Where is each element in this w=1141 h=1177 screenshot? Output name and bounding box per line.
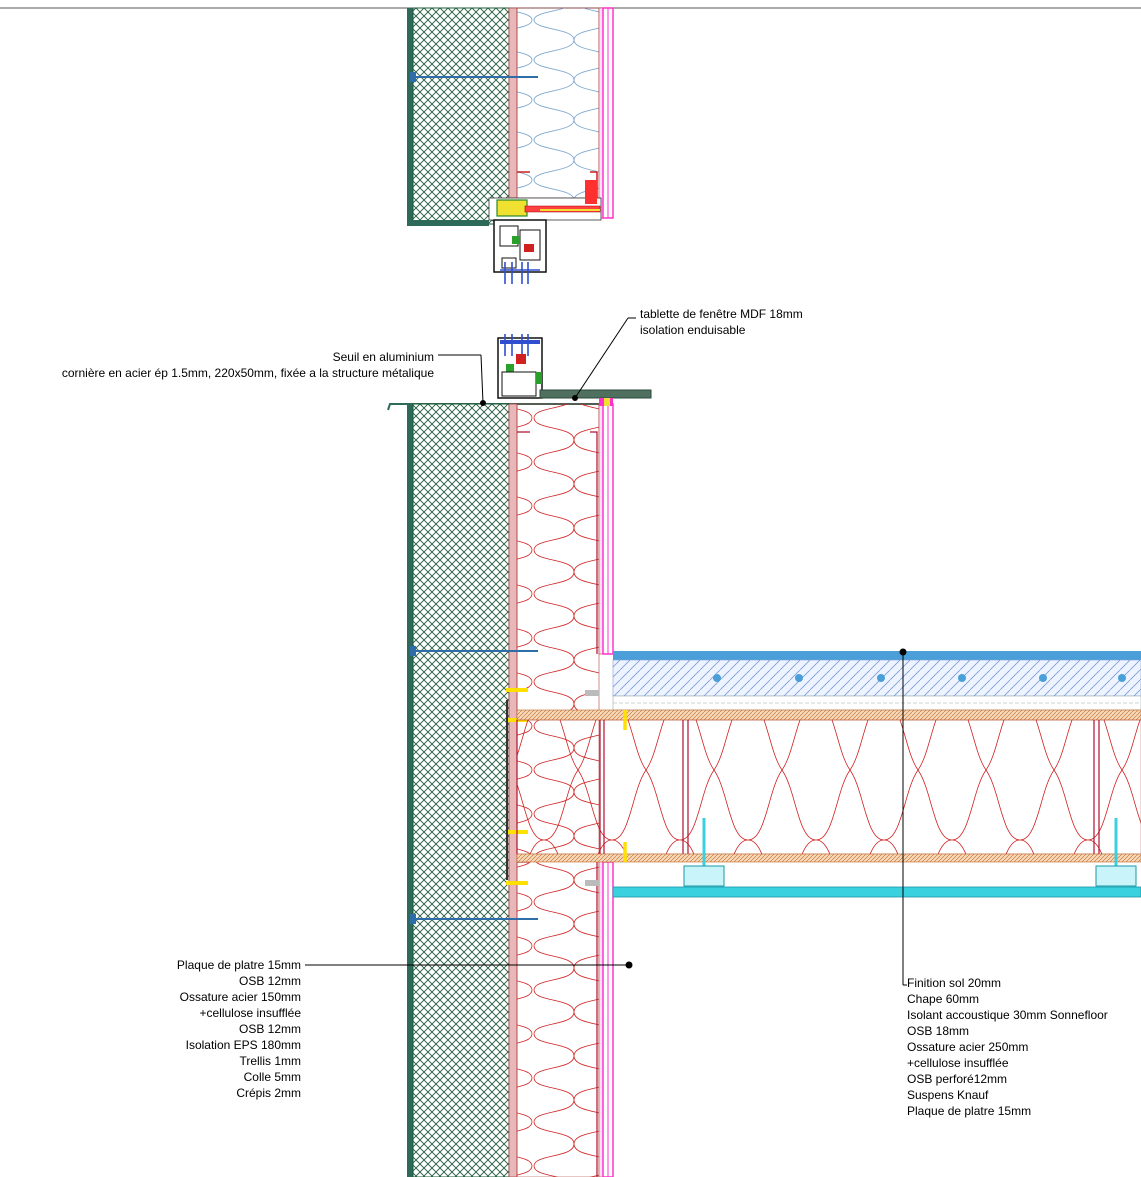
window-frame-top <box>493 219 547 284</box>
floor-layer: +cellulose insufflée <box>907 1056 1009 1070</box>
wall-layer: OSB 12mm <box>238 974 301 988</box>
seuil-line1: Seuil en aluminium <box>332 350 434 364</box>
floor-layer: Chape 60mm <box>907 992 980 1006</box>
floor-layer: Isolant accoustique 30mm Sonnefloor <box>907 1008 1108 1022</box>
wall-layer: Ossature acier 150mm <box>179 990 301 1004</box>
wall-layer: Isolation EPS 180mm <box>185 1038 301 1052</box>
floor-layer: OSB perforé12mm <box>907 1072 1008 1086</box>
wall-layer: +cellulose insufflée <box>199 1006 301 1020</box>
floor-section <box>516 651 1141 898</box>
floor-layers-label: Finition sol 20mm Chape 60mm Isolant acc… <box>907 975 1108 1119</box>
wall-layer: Plaque de platre 15mm <box>176 958 301 972</box>
tablette-label: tablette de fenêtre MDF 18mm isolation e… <box>640 306 803 338</box>
floor-layer: OSB 18mm <box>907 1024 970 1038</box>
wall-layer: Trellis 1mm <box>239 1054 301 1068</box>
wall-layer: Crépis 2mm <box>236 1086 301 1100</box>
tablette-line1: tablette de fenêtre MDF 18mm <box>640 307 803 321</box>
wall-layers-label: Plaque de platre 15mm OSB 12mm Ossature … <box>177 957 301 1101</box>
floor-layer: Suspens Knauf <box>907 1088 989 1102</box>
window-sill-board <box>539 389 652 399</box>
leader-dots <box>480 395 907 969</box>
floor-layer: Ossature acier 250mm <box>907 1040 1029 1054</box>
upper-wall-section <box>407 7 614 226</box>
tablette-line2: isolation enduisable <box>640 323 746 337</box>
leader-lines <box>305 317 907 986</box>
floor-layer: Plaque de platre 15mm <box>907 1104 1032 1118</box>
wall-layer: OSB 12mm <box>238 1022 301 1036</box>
wall-layer: Colle 5mm <box>243 1070 301 1084</box>
seuil-label: Seuil en aluminium cornière en acier ép … <box>62 349 434 381</box>
floor-layer: Finition sol 20mm <box>907 976 1002 990</box>
window-frame-bottom <box>497 334 543 399</box>
seuil-line2: cornière en acier ép 1.5mm, 220x50mm, fi… <box>61 366 434 380</box>
